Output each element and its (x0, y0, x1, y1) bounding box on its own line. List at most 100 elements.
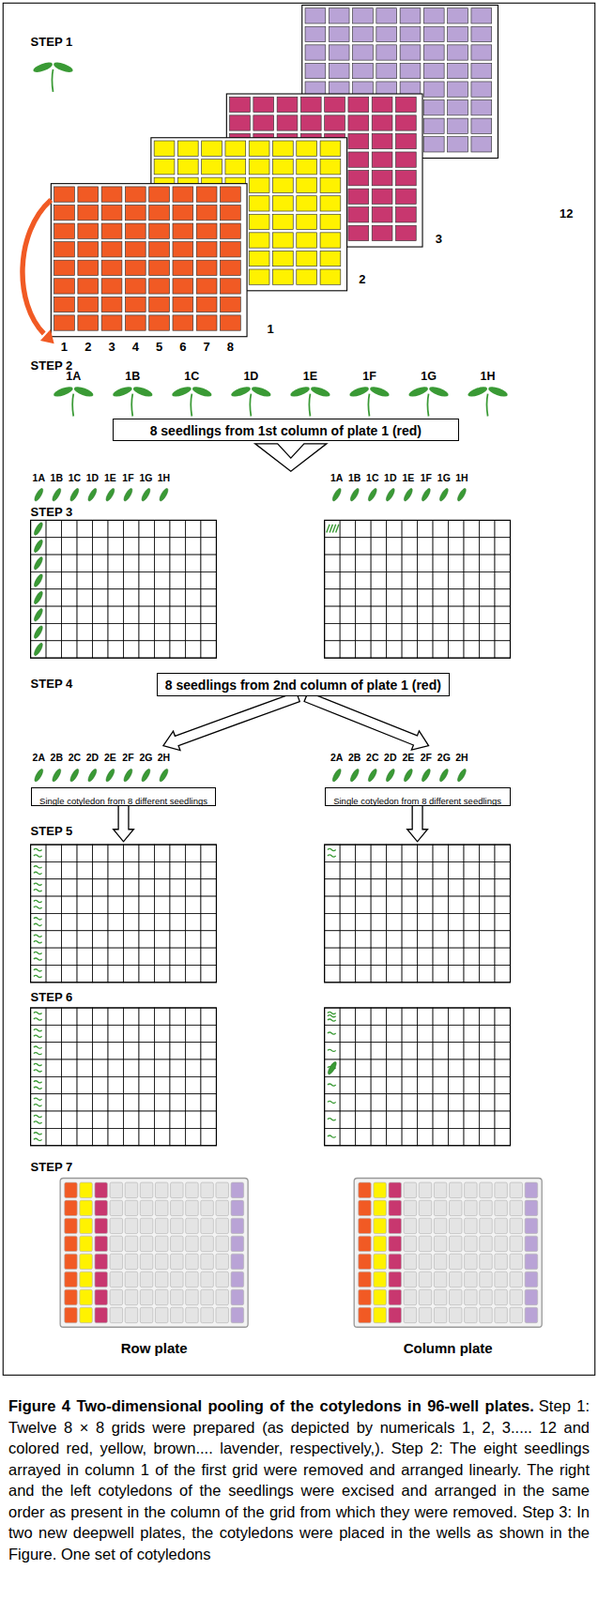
cotyledon (32, 642, 45, 658)
step-label: STEP 5 (30, 825, 74, 840)
figure-title: Figure 4 Two-dimensional pooling of the … (8, 1397, 535, 1415)
seedling-plate (50, 184, 247, 338)
seedling (407, 384, 450, 416)
seedling-label: 1G (420, 369, 437, 384)
split-arrow (255, 444, 327, 472)
cotyledon-piece (33, 866, 43, 869)
cotyledon-piece (33, 969, 43, 972)
cotyledon-label: 2G (138, 751, 153, 764)
cotyledon (326, 1060, 338, 1076)
cotyledon-label: 1E (104, 472, 117, 484)
cotyledon-label: 1E (401, 472, 414, 484)
text-box: 8 seedlings from 1st column of plate 1 (… (112, 418, 460, 443)
seedling-plate (302, 4, 499, 158)
cotyledon-label: 1G (437, 472, 451, 484)
cotyledon-piece (327, 1135, 337, 1138)
cotyledon (331, 767, 343, 783)
well-plate (324, 844, 511, 983)
cotyledon-piece (33, 1104, 43, 1107)
cotyledon-label: 1A (32, 472, 46, 484)
cotyledon-label: 1C (68, 472, 81, 484)
cotyledon-piece (33, 1046, 43, 1049)
cotyledon-label: 1B (348, 472, 361, 484)
cotyledon-label: 2E (104, 751, 117, 764)
cotyledon-label: 2D (383, 751, 397, 764)
cotyledon-piece (33, 1029, 43, 1032)
plate-number: 2 (358, 273, 366, 288)
cotyledon-label: 2H (455, 751, 468, 764)
hollow-arrow (407, 805, 429, 843)
cotyledon (50, 767, 62, 783)
plate-title: Row plate (121, 1340, 188, 1357)
seedling-label: 1B (124, 369, 140, 384)
column-number: 8 (227, 340, 234, 355)
column-number: 3 (107, 340, 115, 355)
seedling (289, 384, 332, 416)
cotyledon-label: 2C (68, 751, 81, 764)
cotyledon (122, 487, 134, 503)
cotyledon-piece (327, 1019, 337, 1022)
cotyledon-piece (33, 848, 43, 851)
column-number: 7 (202, 340, 210, 355)
cotyledon-piece (33, 906, 43, 909)
cotyledon-piece (33, 1115, 43, 1118)
seedling (111, 384, 154, 416)
seedling (348, 384, 391, 416)
cotyledon-piece (33, 918, 43, 920)
cotyledon-label: 2D (86, 751, 99, 764)
well-plate (30, 1008, 217, 1147)
cotyledon-piece (33, 1063, 43, 1066)
cotyledon-piece (33, 1138, 43, 1141)
cotyledon-piece (33, 883, 43, 886)
cotyledon-label: 2A (32, 751, 46, 764)
cotyledon-piece (329, 524, 333, 534)
cotyledon-label: 1D (383, 472, 397, 484)
seedling (52, 384, 95, 416)
plate-number: 3 (435, 232, 443, 247)
cotyledon-piece (33, 889, 43, 892)
text-box: Single cotyledon from 8 different seedli… (30, 787, 217, 806)
cotyledon (68, 487, 80, 503)
cotyledon-piece (33, 1087, 43, 1089)
cotyledon-piece (327, 1119, 337, 1121)
hollow-arrow (113, 805, 135, 843)
cotyledon (50, 487, 62, 503)
figure-caption: Figure 4 Two-dimensional pooling of the … (8, 1395, 590, 1565)
cotyledon-label: 1D (86, 472, 99, 484)
column-number: 1 (61, 340, 68, 355)
cotyledon (139, 487, 152, 503)
cotyledon-label: 2A (330, 751, 343, 764)
column-number: 4 (132, 340, 139, 355)
seedling-label: 1E (303, 369, 318, 384)
cotyledon-piece (33, 951, 43, 954)
cotyledon (32, 767, 45, 783)
cotyledon (367, 767, 379, 783)
cotyledon-label: 2B (348, 751, 361, 764)
cotyledon (32, 538, 45, 554)
cotyledon-label: 2C (366, 751, 379, 764)
cotyledon-piece (33, 1053, 43, 1056)
seedling-label: 1H (480, 369, 496, 384)
cotyledon-piece (326, 524, 330, 534)
cotyledon-piece (33, 1098, 43, 1101)
cotyledon-label: 2H (157, 751, 170, 764)
cotyledon (402, 767, 414, 783)
box-text: 8 seedlings from 1st column of plate 1 (… (150, 423, 422, 440)
cotyledon (157, 487, 169, 503)
seedling-icon (31, 60, 75, 92)
cotyledon-piece (33, 935, 43, 937)
cotyledon (402, 487, 414, 503)
plate-number: 1 (266, 322, 274, 338)
cotyledon-piece (33, 900, 43, 903)
cotyledon (86, 487, 98, 503)
cotyledon (456, 767, 468, 783)
cotyledon-piece (327, 1012, 337, 1014)
cotyledon-label: 1G (138, 472, 153, 484)
cotyledon-piece (33, 1133, 43, 1135)
cotyledon (104, 767, 116, 783)
cotyledon (456, 487, 468, 503)
cotyledon-label: 2F (122, 751, 134, 764)
plate-number: 12 (559, 207, 573, 222)
cotyledon (438, 767, 450, 783)
seedling (466, 384, 509, 416)
